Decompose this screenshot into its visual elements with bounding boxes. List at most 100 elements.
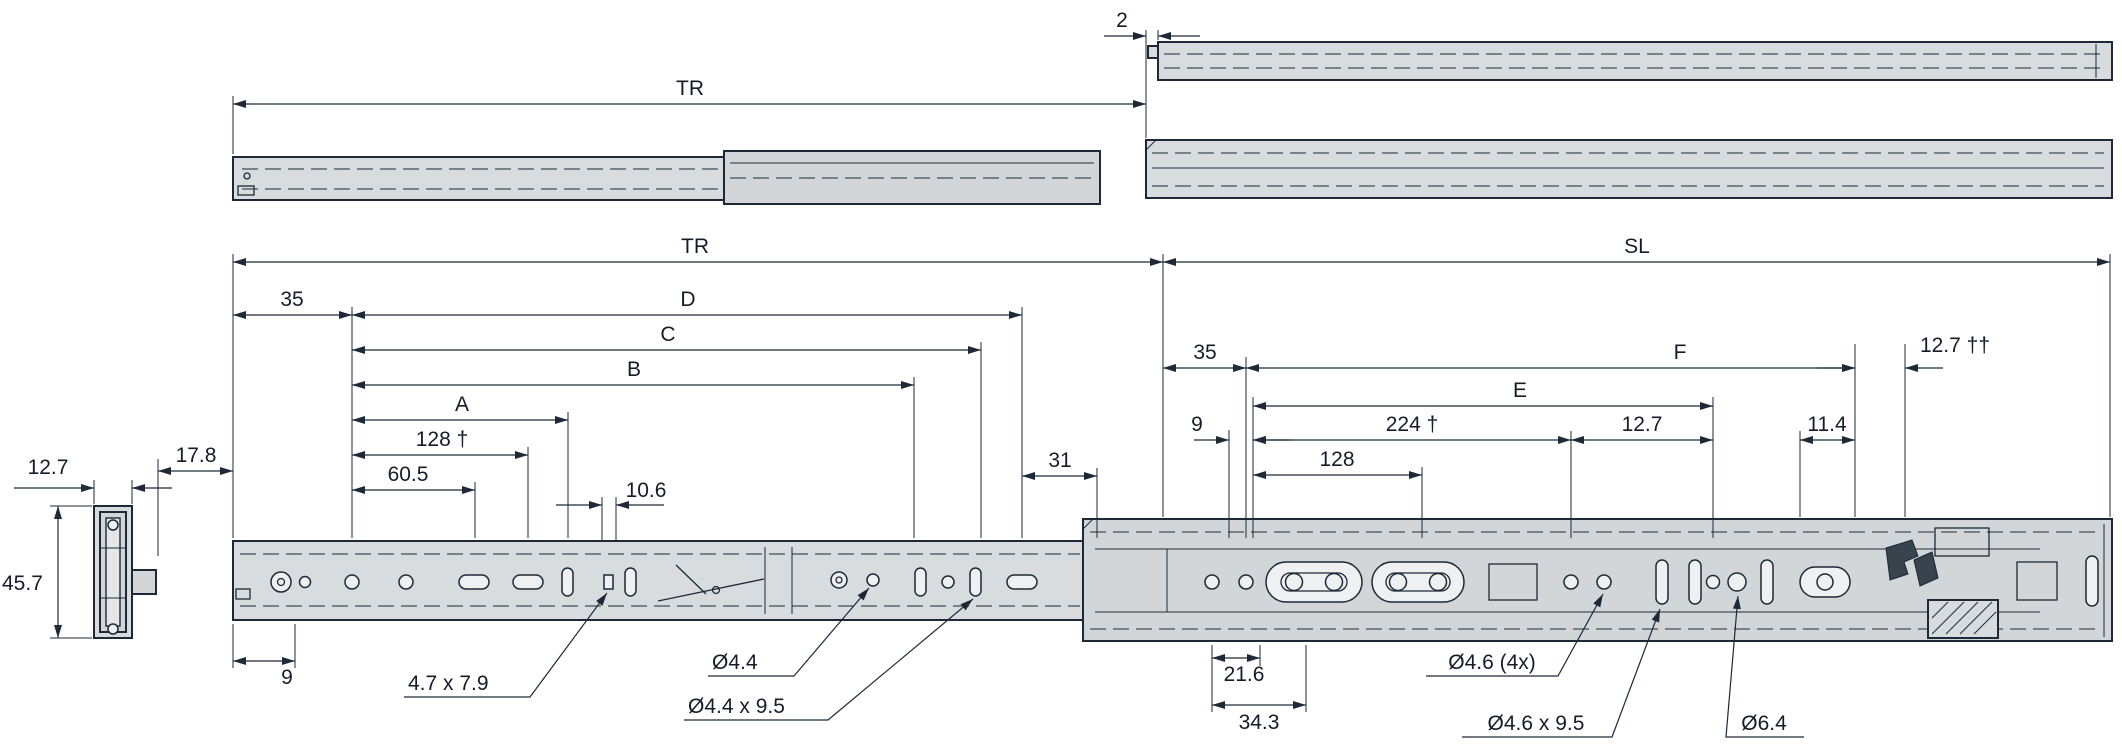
dim-45-7: 45.7 [2, 505, 92, 639]
mounting-slot-inner [1280, 572, 1348, 592]
detent-spring-pivot [711, 585, 721, 595]
dim-10-6: 10.6 [556, 479, 666, 540]
dim-label-d: D [680, 288, 695, 311]
dim-label-e: E [1513, 379, 1527, 402]
vertical-slot-4-4x9-5 [969, 567, 982, 597]
dim-label-10-6: 10.6 [626, 479, 667, 502]
dim-21-6: 21.6 [1211, 645, 1264, 712]
lock-lever-pin [276, 577, 286, 587]
dim-label-31: 31 [1048, 449, 1071, 472]
dim-label-35-left: 35 [280, 288, 303, 311]
dim-35-right: 35 [1163, 341, 1247, 538]
dim-label-12-7-mid: 12.7 [1622, 413, 1663, 436]
mounting-slot-inner [1385, 572, 1451, 592]
drawer-member-notch [1147, 45, 1159, 59]
dim-128-left: 128 † [352, 428, 529, 538]
dim-128-right: 128 [1253, 448, 1423, 538]
dim-label-f: F [1674, 341, 1687, 364]
drawer-member-extended-body [1157, 41, 2113, 81]
mount-tab [131, 569, 157, 595]
mounting-slot-large [1371, 561, 1465, 603]
vertical-slot-4-6x9-5 [1655, 559, 1669, 605]
dim-label-9-right: 9 [1191, 413, 1203, 436]
dim-12-7-rear: 12.7 †† [1817, 334, 1990, 517]
vertical-slot [561, 567, 574, 597]
dim-label-60-5: 60.5 [388, 463, 429, 486]
dim-label-9-bottom: 9 [281, 666, 293, 689]
dim-e: E [1252, 379, 1714, 538]
mounting-hole [941, 575, 955, 589]
mounting-hole [1238, 574, 1254, 590]
callout-label-slot-4-7x7-9: 4.7 x 7.9 [408, 672, 489, 695]
callout-slot-4-7x7-9: 4.7 x 7.9 [404, 592, 608, 698]
dim-label-gap-2: 2 [1116, 9, 1128, 32]
dim-c: C [352, 323, 982, 538]
rect-slot-4-7x7-9 [603, 574, 614, 590]
callout-label-hole-4-4: Ø4.4 [712, 651, 758, 674]
dimensions: 2 TR TR SL 35 D [2, 9, 2111, 738]
dim-12-7-mid: 12.7 [1571, 413, 1713, 444]
mounting-hole [1324, 572, 1344, 592]
dim-label-17-8: 17.8 [176, 444, 217, 467]
callout-hole-4-6: Ø4.6 (4x) [1426, 593, 1604, 677]
callout-hole-4-4: Ø4.4 [708, 587, 870, 677]
dim-9-bottom: 9 [232, 624, 296, 689]
dim-60-5: 60.5 [352, 463, 476, 538]
end-view [93, 505, 157, 639]
horizontal-slot [1006, 574, 1038, 590]
profile-inner-member [105, 517, 121, 627]
chamfer-edge [1082, 518, 1094, 530]
rivet [830, 571, 848, 589]
dim-label-tr-extended: TR [676, 77, 704, 100]
access-window [1488, 563, 1538, 601]
dim-label-128-right: 128 [1319, 448, 1354, 471]
extended-view [232, 41, 2113, 205]
mounting-hole [1428, 572, 1448, 592]
dim-sl: SL [1163, 235, 2111, 517]
mounting-hole [398, 574, 414, 590]
front-bracket-detail [237, 185, 255, 196]
hole-6-4 [1727, 572, 1747, 592]
access-window [2016, 561, 2058, 601]
mounting-hole [1816, 573, 1834, 591]
rivet-center [835, 576, 843, 584]
ball-retainer-block [1927, 599, 1999, 639]
dim-35-left: 35 [233, 288, 353, 538]
hole-4-6 [1596, 574, 1612, 590]
horizontal-slot [458, 574, 490, 590]
dim-label-45-7: 45.7 [2, 572, 43, 595]
mounting-hole [1705, 574, 1721, 590]
dim-tr-closed: TR [232, 235, 1164, 538]
retainer-housing [1934, 527, 1990, 557]
dim-label-224: 224 † [1386, 413, 1439, 436]
callout-label-slot-4-4x9-5: Ø4.4 x 9.5 [688, 695, 785, 718]
dim-34-3: 34.3 [1212, 645, 1307, 734]
dim-label-tr-closed: TR [681, 235, 709, 258]
dim-d: D [352, 288, 1023, 538]
dim-11-4: 11.4 [1799, 413, 1855, 517]
chamfer-edge [1145, 139, 1157, 151]
cabinet-member-extended-body [1145, 139, 2113, 199]
dim-12-7-end: 12.7 [14, 456, 172, 504]
dim-label-11-4: 11.4 [1807, 413, 1847, 436]
dim-label-c: C [660, 323, 675, 346]
callout-label-hole-4-6: Ø4.6 (4x) [1448, 651, 1536, 674]
dim-31: 31 [1022, 449, 1098, 538]
callout-label-hole-6-4: Ø6.4 [1741, 712, 1787, 735]
dim-label-34-3: 34.3 [1239, 711, 1280, 734]
dim-label-128-left: 128 † [416, 428, 469, 451]
horizontal-slot [512, 574, 544, 590]
dim-label-12-7-end: 12.7 [28, 456, 69, 479]
dim-label-b: B [627, 358, 641, 381]
mounting-hole [344, 574, 360, 590]
dim-label-35-right: 35 [1193, 341, 1216, 364]
ball-bearing-bottom [107, 623, 119, 635]
front-hook-detail [235, 588, 251, 600]
mounting-slot-large [1265, 561, 1363, 603]
closed-view [232, 518, 2113, 642]
mounting-hole [1388, 572, 1408, 592]
dim-224: 224 † [1253, 413, 1572, 538]
vertical-slot [2085, 555, 2099, 607]
